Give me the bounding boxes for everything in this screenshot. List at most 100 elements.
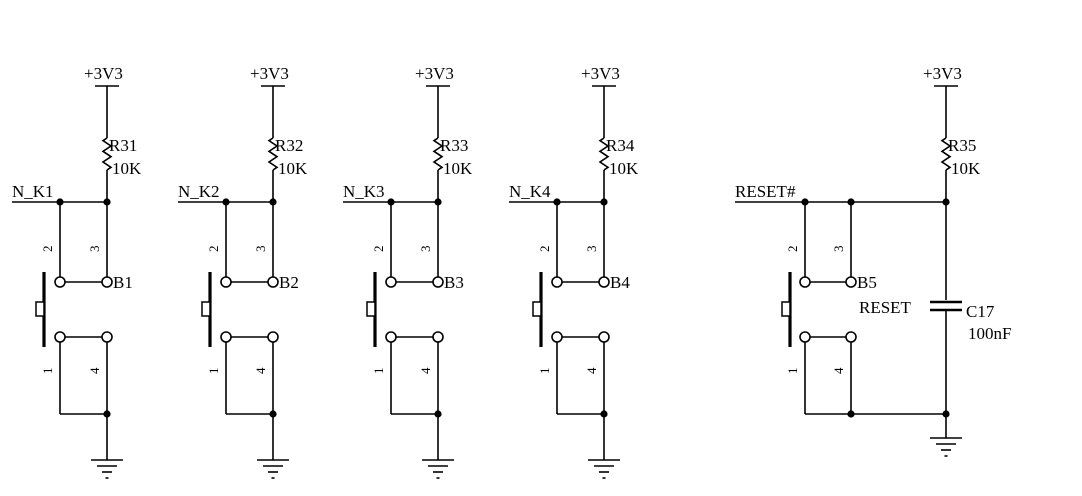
capacitor-value: 100nF — [968, 324, 1011, 343]
net-label: N_K2 — [178, 182, 220, 201]
switch-pin-4 — [845, 331, 857, 343]
pullup-resistor — [101, 137, 113, 171]
power-label: +3V3 — [923, 64, 962, 83]
pin-number-4: 4 — [418, 367, 433, 374]
pin-number-1: 1 — [371, 368, 386, 375]
net-label: N_K3 — [343, 182, 385, 201]
pin-number-1: 1 — [206, 368, 221, 375]
ground-symbol — [588, 459, 620, 479]
junction-dot — [434, 410, 442, 418]
ground-symbol — [257, 459, 289, 479]
switch-pin-4 — [267, 331, 279, 343]
pin-number-3: 3 — [87, 246, 102, 253]
capacitor-ref: C17 — [966, 302, 995, 321]
net-label: RESET# — [735, 182, 796, 201]
switch-pin-2 — [220, 276, 232, 288]
switch-pin-1 — [799, 331, 811, 343]
net-label: N_K1 — [12, 182, 54, 201]
switch-pin-1 — [220, 331, 232, 343]
pullup-resistor — [267, 137, 279, 171]
resistor-ref: R33 — [440, 136, 468, 155]
ground-symbol — [930, 437, 962, 457]
pullup-resistor — [598, 137, 610, 171]
pin-number-3: 3 — [418, 246, 433, 253]
switch-pin-1 — [385, 331, 397, 343]
switch-pin-2 — [54, 276, 66, 288]
switch-pin-3 — [845, 276, 857, 288]
junction-dot — [942, 410, 950, 418]
junction-dot — [942, 198, 950, 206]
pin-number-2: 2 — [785, 246, 800, 253]
switch-pin-3 — [432, 276, 444, 288]
pullup-resistor — [432, 137, 444, 171]
junction-dot — [847, 410, 855, 418]
button-ref: B5 — [857, 273, 877, 292]
ground-symbol — [91, 459, 123, 479]
switch-pin-3 — [598, 276, 610, 288]
pin-number-2: 2 — [537, 246, 552, 253]
resistor-ref: R31 — [109, 136, 137, 155]
pin-number-1: 1 — [537, 368, 552, 375]
switch-pin-1 — [54, 331, 66, 343]
junction-dot — [103, 410, 111, 418]
pin-number-2: 2 — [206, 246, 221, 253]
resistor-value: 10K — [609, 159, 639, 178]
pin-number-1: 1 — [785, 368, 800, 375]
ground-symbol — [422, 459, 454, 479]
capacitor-net-label: RESET — [859, 298, 912, 317]
switch-actuator-knob — [35, 301, 45, 317]
resistor-value: 10K — [278, 159, 308, 178]
switch-pin-4 — [101, 331, 113, 343]
switch-pin-3 — [267, 276, 279, 288]
net-label: N_K4 — [509, 182, 551, 201]
junction-dot — [103, 198, 111, 206]
resistor-ref: R35 — [948, 136, 976, 155]
switch-pin-4 — [432, 331, 444, 343]
pin-number-1: 1 — [40, 368, 55, 375]
switch-actuator-knob — [781, 301, 791, 317]
power-label: +3V3 — [415, 64, 454, 83]
junction-dot — [434, 198, 442, 206]
switch-pin-4 — [598, 331, 610, 343]
button-ref: B3 — [444, 273, 464, 292]
pin-number-4: 4 — [831, 367, 846, 374]
switch-pin-2 — [385, 276, 397, 288]
button-ref: B4 — [610, 273, 630, 292]
resistor-value: 10K — [112, 159, 142, 178]
switch-pin-2 — [799, 276, 811, 288]
power-label: +3V3 — [84, 64, 123, 83]
junction-dot — [600, 198, 608, 206]
button-ref: B2 — [279, 273, 299, 292]
junction-dot — [600, 410, 608, 418]
resistor-value: 10K — [951, 159, 981, 178]
pin-number-3: 3 — [253, 246, 268, 253]
resistor-ref: R34 — [606, 136, 635, 155]
pin-number-4: 4 — [87, 367, 102, 374]
power-label: +3V3 — [581, 64, 620, 83]
switch-actuator-knob — [201, 301, 211, 317]
pullup-resistor — [940, 137, 952, 171]
resistor-value: 10K — [443, 159, 473, 178]
pin-number-4: 4 — [584, 367, 599, 374]
switch-pin-2 — [551, 276, 563, 288]
junction-dot — [269, 198, 277, 206]
switch-actuator-knob — [366, 301, 376, 317]
pin-number-3: 3 — [831, 246, 846, 253]
pin-number-2: 2 — [371, 246, 386, 253]
junction-dot — [269, 410, 277, 418]
resistor-ref: R32 — [275, 136, 303, 155]
switch-pin-1 — [551, 331, 563, 343]
switch-actuator-knob — [532, 301, 542, 317]
switch-pin-3 — [101, 276, 113, 288]
pin-number-2: 2 — [40, 246, 55, 253]
button-ref: B1 — [113, 273, 133, 292]
power-label: +3V3 — [250, 64, 289, 83]
pin-number-3: 3 — [584, 246, 599, 253]
pin-number-4: 4 — [253, 367, 268, 374]
